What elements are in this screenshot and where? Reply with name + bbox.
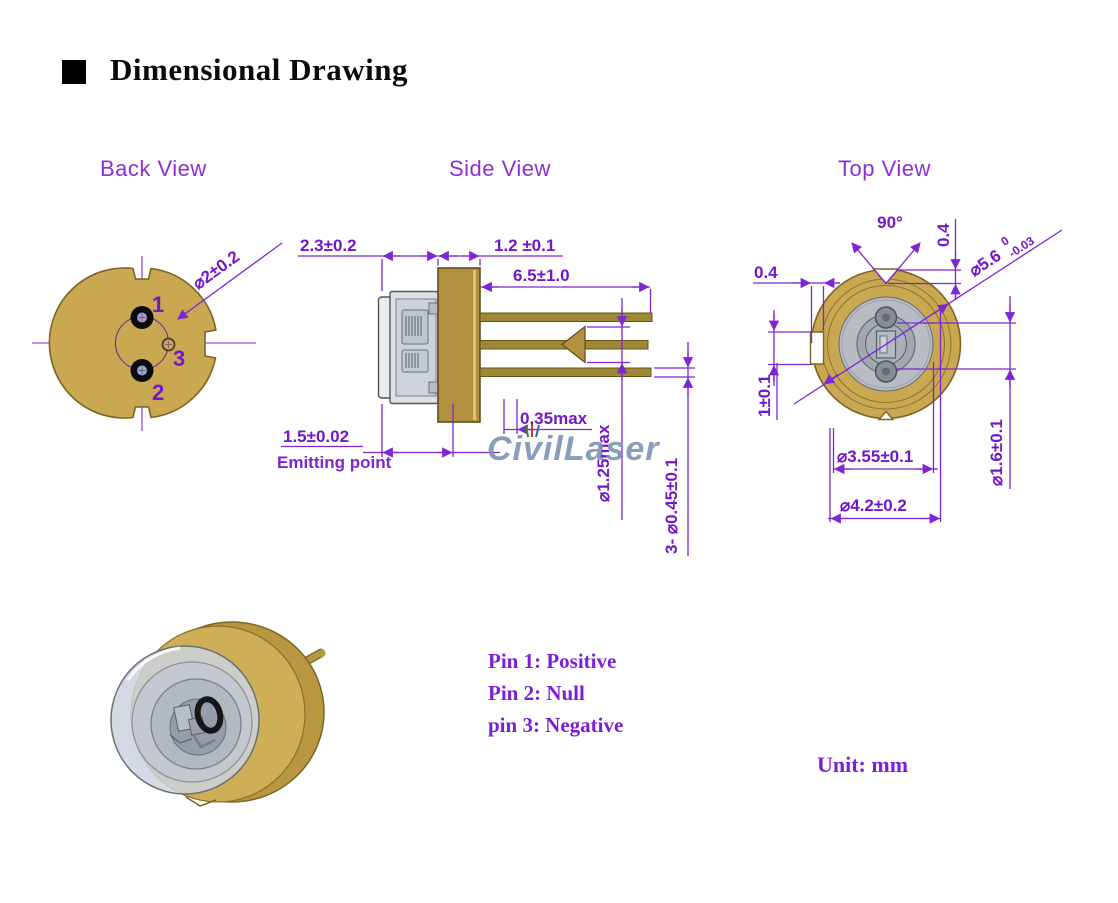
dim-emitting-label: 1.5±0.02 xyxy=(283,427,349,446)
cap-hatch-lines xyxy=(405,316,422,368)
top-view-notch-left xyxy=(809,331,825,365)
render-3d-triangle-marking xyxy=(191,733,216,749)
back-pin1-label: 1 xyxy=(152,292,164,317)
title-bullet-square xyxy=(62,60,86,84)
dim-notch-depth-top-label: 0.4 xyxy=(934,223,953,247)
dim-can-diameter-label: ⌀5.6 0 -0.03 xyxy=(962,220,1037,284)
unit-label: Unit: mm xyxy=(817,752,909,777)
side-view-seal-cone xyxy=(561,325,586,364)
dim-pin-length-label: 6.5±1.0 xyxy=(513,266,570,285)
top-view-glass-ring xyxy=(841,299,931,389)
render-3d-o-marking xyxy=(194,696,224,734)
civillaser-watermark: Ci vilLaser xyxy=(487,424,660,469)
dim-notch-angle-label: 90° xyxy=(877,213,903,232)
pinout-line-3: pin 3: Negative xyxy=(488,713,624,737)
back-view-pin-3 xyxy=(161,337,176,352)
top-view-notch-bottom xyxy=(877,410,895,421)
top-view-chip xyxy=(879,335,888,354)
pinout-line-1: Pin 1: Positive xyxy=(488,649,617,673)
emitting-point-label: Emitting point xyxy=(277,453,392,472)
dim-flange-diameter-label: ⌀4.2±0.2 xyxy=(840,496,907,515)
pinout-line-2: Pin 2: Null xyxy=(488,681,585,705)
back-view-disc xyxy=(48,267,217,419)
back-view-title: Back View xyxy=(100,156,207,181)
dim-pin-diameter-label: 3- ⌀0.45±0.1 xyxy=(662,458,681,554)
side-view-drawing: 2.3±0.2 1.2 ±0.1 6.5±1.0 0.35max 1.5±0.0… xyxy=(277,236,695,556)
render-3d-glass-highlight xyxy=(126,646,181,681)
back-pin2-label: 2 xyxy=(152,380,164,405)
dim-window-diameter-label: ⌀1.6±0.1 xyxy=(987,419,1006,486)
watermark-text-2: v xyxy=(523,430,543,468)
watermark-text-3: ilLaser xyxy=(542,430,660,468)
watermark-color-rays-icon xyxy=(525,424,540,438)
back-view-drawing: 1 2 3 ⌀2±0.2 xyxy=(32,242,283,431)
top-view-title: Top View xyxy=(838,156,931,181)
dim-step-label: 0.35max xyxy=(520,409,588,428)
dim-notch-width-label: 1±0.1 xyxy=(755,375,774,417)
top-view-ring-2 xyxy=(827,285,945,403)
side-view-cap xyxy=(377,290,439,405)
page-title: Dimensional Drawing xyxy=(110,52,408,87)
dim-header-diameter-label: ⌀3.55±0.1 xyxy=(837,447,913,466)
back-pin3-label: 3 xyxy=(173,346,185,371)
top-view-pin-tops xyxy=(874,306,898,383)
render-3d xyxy=(110,621,326,807)
back-view-pin-2 xyxy=(130,359,154,382)
side-dimension-lines xyxy=(281,250,695,556)
side-view-title: Side View xyxy=(449,156,551,181)
top-view-drawing: 90° 0.4 0.4 1±0.1 ⌀5.6 0 -0.03 ⌀1.6±0.1 … xyxy=(753,213,1063,524)
top-dimension-lines xyxy=(753,219,1063,524)
dim-cap-length-label: 2.3±0.2 xyxy=(300,236,357,255)
dim-notch-depth-left-label: 0.4 xyxy=(754,263,778,282)
render-3d-flange-notch xyxy=(185,796,217,807)
watermark-text-1: Ci xyxy=(487,430,523,468)
back-view-pin-1 xyxy=(130,306,154,329)
pinout-legend: Pin 1: Positive Pin 2: Null pin 3: Negat… xyxy=(488,645,623,741)
watermark-v: v xyxy=(523,424,543,468)
dim-flange-thickness-label: 1.2 ±0.1 xyxy=(494,236,555,255)
page-header: Dimensional Drawing xyxy=(62,52,408,88)
dim-seal-diameter-label: ⌀1.25max xyxy=(594,424,613,502)
back-pin-circle-dim-label: ⌀2±0.2 xyxy=(189,247,243,293)
back-pin-circle-leader xyxy=(177,242,283,320)
